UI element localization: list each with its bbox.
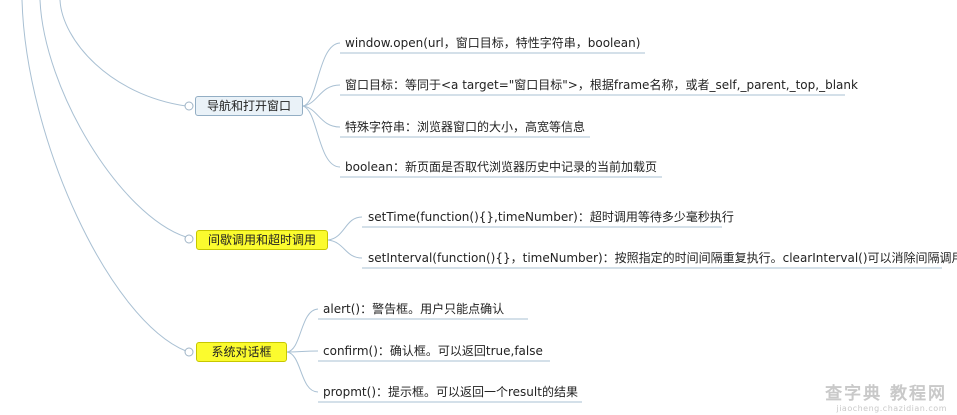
trunk-curve-3 <box>21 0 187 352</box>
watermark-main: 查字典 教程网 <box>825 384 947 404</box>
branch1-link-2 <box>302 84 341 107</box>
leaf-feature-string[interactable]: 特殊字符串：浏览器窗口的大小，高宽等信息 <box>345 120 586 134</box>
collapse-handle-1 <box>184 101 194 111</box>
node-interval-timeout[interactable]: 间歇调用和超时调用 <box>196 230 328 250</box>
collapse-handle-3 <box>184 347 194 357</box>
leaf-window-open[interactable]: window.open(url，窗口目标，特性字符串，boolean) <box>345 36 641 50</box>
watermark: 查字典 教程网 jiaocheng.chazidian.com <box>825 379 947 413</box>
collapse-handle-2 <box>184 234 194 244</box>
node-system-dialog[interactable]: 系统对话框 <box>196 342 287 362</box>
branch1-link-3 <box>302 105 341 128</box>
leaf-boolean[interactable]: boolean：新页面是否取代浏览器历史中记录的当前加载页 <box>345 160 657 174</box>
leaf-alert[interactable]: alert()：警告框。用户只能点确认 <box>323 302 505 316</box>
watermark-sub: jiaocheng.chazidian.com <box>836 404 947 413</box>
trunk-curve-1 <box>59 0 187 107</box>
branch2-link-1 <box>327 216 363 241</box>
leaf-window-target[interactable]: 窗口目标：等同于<a target="窗口目标">，根据frame名称，或者_s… <box>345 78 858 92</box>
leaf-setinterval[interactable]: setInterval(function(){}，timeNumber)：按照指… <box>368 251 957 265</box>
leaf-settimeout[interactable]: setTime(function(){},timeNumber)：超时调用等待多… <box>368 210 734 224</box>
branch1-link-1 <box>302 42 341 107</box>
branch3-link-3 <box>286 351 319 393</box>
trunk-curve-2 <box>39 0 187 238</box>
branch3-link-1 <box>286 308 319 353</box>
leaf-confirm[interactable]: confirm()：确认框。可以返回true,false <box>323 344 543 358</box>
node-navigation-open-window[interactable]: 导航和打开窗口 <box>195 96 303 116</box>
branch3-link-2 <box>286 350 319 353</box>
branch1-link-4 <box>302 105 341 168</box>
leaf-prompt[interactable]: propmt()：提示框。可以返回一个result的结果 <box>323 385 578 399</box>
branch2-link-2 <box>327 239 363 259</box>
